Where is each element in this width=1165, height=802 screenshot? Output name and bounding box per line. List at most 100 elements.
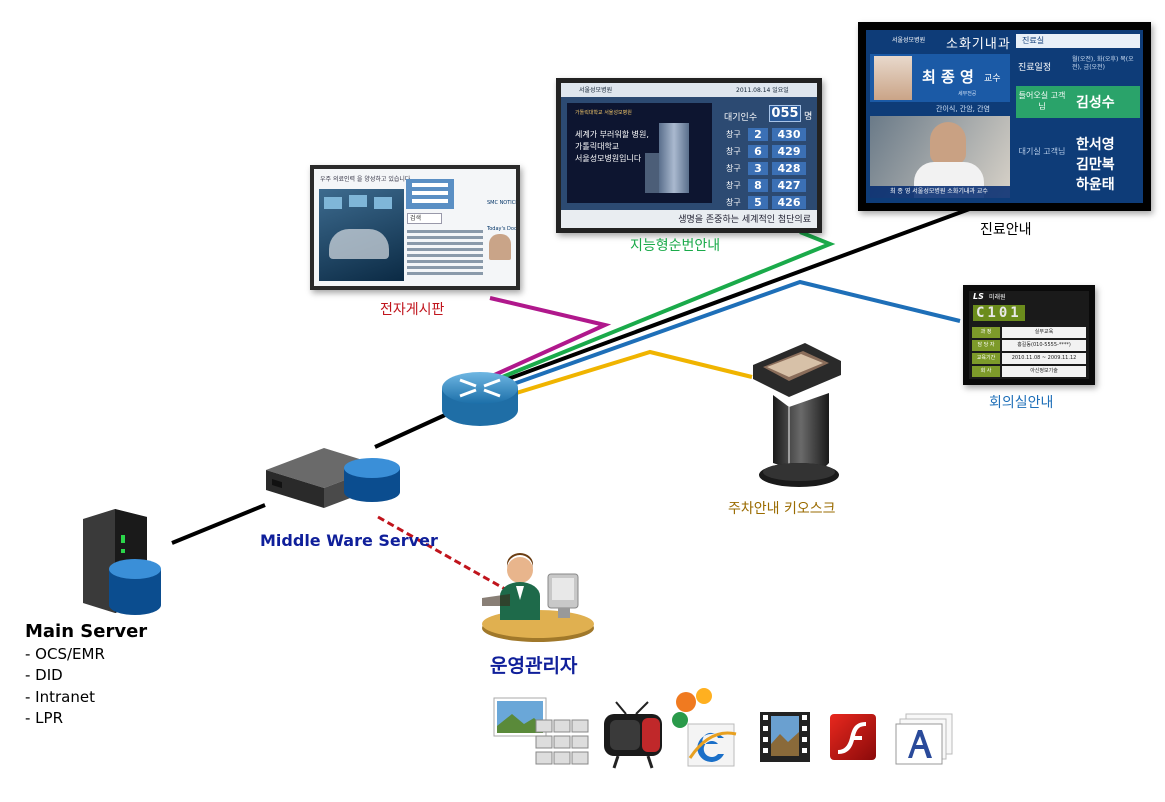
internet-explorer-icon bbox=[672, 688, 737, 767]
queue-row-label: 창구 bbox=[726, 163, 741, 173]
clinic-department: 소화기내과 bbox=[946, 37, 1011, 52]
meeting-row: 담 당 자 홍길동(010-5555-****) bbox=[972, 340, 1086, 351]
link-middleware-main bbox=[171, 503, 266, 545]
queue-row: 창구 6 429 bbox=[726, 143, 816, 159]
board-doctor: Today's Doctor bbox=[487, 226, 516, 232]
meeting-company: 미래원 bbox=[989, 294, 1006, 301]
doctor-video: 최 종 영 서울성모병원 소화기내과 교수 bbox=[870, 116, 1010, 198]
clinic-waiting-label: 대기실 고객님 bbox=[1018, 147, 1066, 156]
queue-row-number: 428 bbox=[772, 161, 806, 175]
link-meeting bbox=[487, 279, 961, 395]
operator-icon bbox=[482, 553, 594, 642]
queue-date: 2011.08.14 일요일 bbox=[736, 87, 789, 94]
link-queue bbox=[489, 230, 836, 384]
kiosk-icon bbox=[753, 343, 841, 487]
queue-ad-line-1: 세계가 부러워할 병원, bbox=[575, 130, 649, 139]
clinic-doctor-sub: 세부전공 bbox=[958, 91, 977, 97]
middleware-server-icon bbox=[266, 448, 400, 508]
label-parking-kiosk: 주차안내 키오스크 bbox=[728, 501, 836, 517]
label-queue-guide: 지능형순번안내 bbox=[630, 238, 721, 254]
meeting-rows: 과 정 실무교육 담 당 자 홍길동(010-5555-****) 교육기간 2… bbox=[972, 327, 1086, 379]
clinic-incoming-name: 김성수 bbox=[1076, 95, 1115, 111]
queue-row-number: 430 bbox=[772, 127, 806, 141]
meeting-room-display: LS 미래원 C101 과 정 실무교육 담 당 자 홍길동(010-5555-… bbox=[963, 285, 1095, 385]
flash-icon bbox=[830, 714, 876, 760]
main-server-item: - LPR bbox=[25, 709, 64, 727]
clinic-doctor-name: 최 종 영 bbox=[922, 68, 974, 86]
meeting-row: 과 정 실무교육 bbox=[972, 327, 1086, 338]
clinic-room: 진료실 bbox=[1016, 34, 1140, 48]
link-middleware-operator bbox=[377, 515, 506, 591]
queue-waiting-value: 055 bbox=[769, 105, 801, 122]
queue-ad-top: 가톨릭대학교 서울성모병원 bbox=[575, 110, 632, 116]
meeting-row-value: 2010.11.08 ~ 2009.11.12 bbox=[1002, 353, 1086, 364]
main-server-title: Main Server bbox=[25, 621, 148, 642]
label-middleware-server: Middle Ware Server bbox=[260, 531, 438, 550]
queue-row-number: 429 bbox=[772, 144, 806, 158]
clinic-schedule-label: 진료일정 bbox=[1018, 63, 1052, 73]
queue-rows: 창구 2 430 창구 6 429 창구 3 428 창구 8 427 창구 5 bbox=[726, 126, 816, 211]
board-notice: SMC NOTICE bbox=[487, 200, 516, 206]
queue-row-window: 8 bbox=[748, 178, 768, 192]
queue-ad-panel: 가톨릭대학교 서울성모병원 세계가 부러워할 병원, 가톨릭대학교 서울성모병원… bbox=[567, 103, 712, 203]
board-top-text: 우주 의료인력 을 양성하고 있습니다 bbox=[320, 176, 411, 183]
media-icons-row bbox=[492, 688, 962, 772]
meeting-row-label: 회 사 bbox=[972, 366, 1000, 377]
video-film-icon bbox=[760, 712, 810, 762]
board-menu-block bbox=[406, 179, 454, 209]
main-server-icon bbox=[83, 509, 161, 615]
clinic-waiting-name-2: 김만복 bbox=[1076, 157, 1115, 173]
gallery-icon bbox=[493, 697, 589, 765]
label-meeting-room: 회의실안내 bbox=[989, 395, 1054, 411]
clinic-incoming-label: 들어오실 고객님 bbox=[1018, 91, 1066, 111]
queue-row-number: 426 bbox=[772, 195, 806, 209]
queue-row: 창구 3 428 bbox=[726, 160, 816, 176]
meeting-row: 회 사 아신정보기술 bbox=[972, 366, 1086, 377]
board-search: 검색 bbox=[407, 213, 443, 224]
queue-row-number: 427 bbox=[772, 178, 806, 192]
queue-row-window: 2 bbox=[748, 127, 768, 141]
meeting-row-value: 실무교육 bbox=[1002, 327, 1086, 338]
queue-row: 창구 8 427 bbox=[726, 177, 816, 193]
clinic-guide-display: 서울성모병원 소화기내과 최 종 영 교수 세부전공 간이식, 간암, 간염 최… bbox=[858, 22, 1151, 211]
queue-row-label: 창구 bbox=[726, 146, 741, 156]
queue-ad-line-3: 서울성모병원입니다 bbox=[575, 154, 642, 163]
clinic-specialty: 간이식, 간암, 간염 bbox=[936, 105, 990, 113]
queue-row-label: 창구 bbox=[726, 129, 741, 139]
electronic-board-display: 우주 의료인력 을 양성하고 있습니다 검색 SMC NOTICE Today'… bbox=[310, 165, 520, 290]
queue-row: 창구 5 426 bbox=[726, 194, 816, 210]
meeting-logo: LS bbox=[973, 292, 984, 301]
link-kiosk bbox=[499, 349, 753, 400]
queue-row-window: 6 bbox=[748, 144, 768, 158]
clinic-doctor-title: 교수 bbox=[984, 74, 1001, 84]
queue-row: 창구 2 430 bbox=[726, 126, 816, 142]
meeting-row-label: 담 당 자 bbox=[972, 340, 1000, 351]
main-server-item: - Intranet bbox=[25, 688, 95, 706]
label-clinic-guide: 진료안내 bbox=[980, 222, 1032, 238]
meeting-row-label: 교육기간 bbox=[972, 353, 1000, 364]
meeting-row: 교육기간 2010.11.08 ~ 2009.11.12 bbox=[972, 353, 1086, 364]
clinic-schedule-value: 월(오전), 화(오후) 목(오전), 금(오전) bbox=[1072, 56, 1134, 71]
hospital-building-image bbox=[659, 123, 689, 193]
link-clinic bbox=[477, 205, 976, 392]
meeting-row-value: 홍길동(010-5555-****) bbox=[1002, 340, 1086, 351]
operating-room-photo bbox=[319, 189, 404, 281]
queue-row-label: 창구 bbox=[726, 180, 741, 190]
meeting-room-code: C101 bbox=[973, 305, 1025, 321]
doctor-photo bbox=[874, 56, 912, 100]
main-server-item: - OCS/EMR bbox=[25, 645, 105, 663]
label-operator: 운영관리자 bbox=[490, 655, 578, 677]
main-server-item: - DID bbox=[25, 666, 63, 684]
queue-ad-line-2: 가톨릭대학교 bbox=[575, 142, 620, 151]
router-icon bbox=[442, 372, 518, 426]
queue-waiting-label: 대기인수 bbox=[724, 113, 758, 123]
font-icon bbox=[895, 713, 953, 765]
tv-icon bbox=[604, 701, 662, 769]
label-electronic-board: 전자게시판 bbox=[380, 302, 445, 318]
link-router-middleware bbox=[374, 413, 446, 449]
clinic-video-caption: 최 종 영 서울성모병원 소화기내과 교수 bbox=[890, 188, 988, 195]
clinic-waiting-name-3: 하윤태 bbox=[1076, 177, 1115, 193]
link-board bbox=[469, 296, 612, 388]
clinic-waiting-name-1: 한서영 bbox=[1076, 137, 1115, 153]
